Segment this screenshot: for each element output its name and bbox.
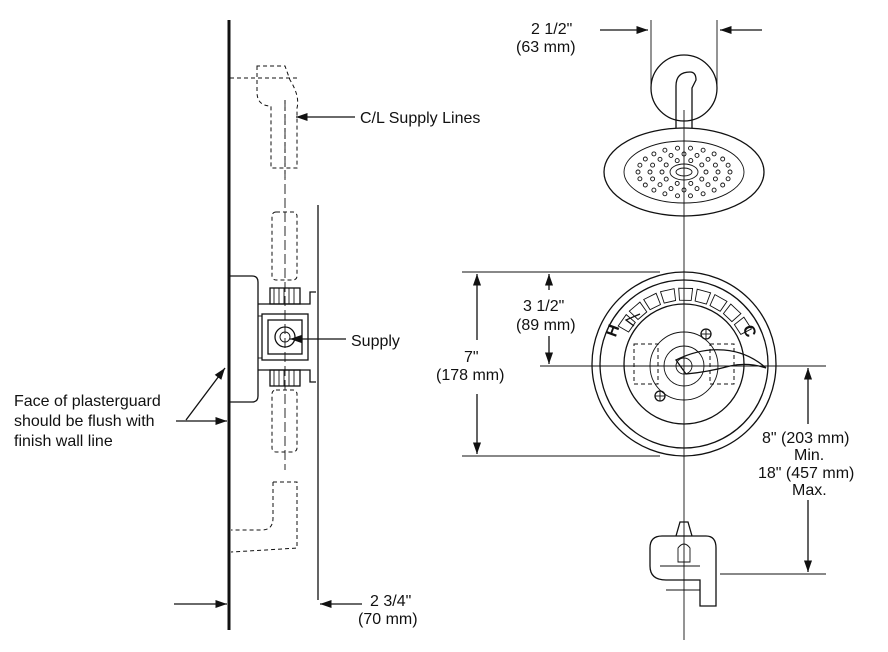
spray-hole — [668, 186, 674, 192]
wall-depth-mm: (70 mm) — [358, 611, 418, 628]
spray-hole — [681, 151, 687, 157]
tub-spout — [649, 521, 717, 607]
spray-hole — [700, 147, 706, 153]
shower-arm — [650, 20, 718, 128]
temperature-segment — [628, 301, 648, 321]
spray-hole — [675, 193, 680, 199]
spray-hole — [642, 182, 648, 188]
spray-hole — [681, 187, 687, 193]
spray-hole — [650, 162, 656, 168]
spray-hole — [635, 169, 641, 175]
spray-hole — [705, 182, 711, 188]
plasterguard-note-line2: should be flush with — [14, 413, 155, 430]
spray-hole — [675, 145, 680, 151]
plate-height-inches: 7" — [464, 349, 479, 366]
trim-screw-bottom — [654, 390, 666, 402]
temperature-segment — [659, 288, 677, 304]
spray-hole — [711, 187, 717, 193]
spout-min-label: Min. — [794, 447, 824, 464]
cold-indicator: C — [739, 323, 759, 340]
temperature-segment — [709, 293, 728, 312]
lever-handle — [675, 349, 767, 375]
temperature-indicator — [617, 287, 753, 335]
handle-offset-mm: (89 mm) — [516, 317, 576, 334]
spray-hole — [720, 156, 726, 162]
supply-label: Supply — [351, 333, 400, 350]
spout-max-label: Max. — [792, 482, 827, 499]
spray-hole — [651, 187, 657, 193]
spray-hole — [699, 176, 705, 182]
plasterguard-note-line3: finish wall line — [14, 433, 113, 450]
middle-supply-pipe — [271, 211, 298, 453]
temperature-segment — [733, 316, 753, 335]
temperature-segment — [678, 287, 694, 301]
spray-hole — [637, 162, 643, 168]
plasterguard-leader-1 — [185, 367, 226, 421]
temperature-segment — [694, 288, 712, 305]
lower-supply-pipe — [230, 481, 298, 553]
hot-indicator: H — [603, 322, 623, 339]
spray-hole — [642, 156, 648, 162]
spray-hole — [688, 193, 693, 199]
spray-hole — [688, 145, 693, 151]
spray-hole — [715, 169, 721, 175]
plate-height-mm: (178 mm) — [436, 367, 504, 384]
spray-hole — [727, 169, 733, 175]
arm-width-inches: 2 1/2" — [531, 21, 572, 38]
spray-hole — [688, 158, 694, 164]
spray-hole — [699, 162, 705, 168]
upper-supply-pipe — [230, 65, 300, 178]
spray-hole — [711, 151, 717, 157]
trim-screw-top — [700, 328, 712, 340]
spray-hole — [694, 186, 700, 192]
front-view: 2 1/2" (63 mm) H C — [436, 20, 854, 640]
plasterguard — [229, 275, 259, 403]
spray-hole — [674, 158, 680, 164]
spray-hole — [657, 156, 663, 162]
spout-min-value: 8" (203 mm) — [762, 430, 849, 447]
spray-hole — [662, 147, 668, 153]
temperature-segment — [643, 292, 662, 311]
spray-hole — [725, 176, 731, 182]
spray-hole — [712, 162, 718, 168]
spray-hole — [705, 156, 711, 162]
spray-hole — [674, 180, 680, 186]
spray-hole — [647, 169, 653, 175]
spray-hole — [703, 169, 709, 175]
spray-hole — [700, 191, 706, 197]
handle-offset-inches: 3 1/2" — [523, 298, 564, 315]
spray-hole — [725, 162, 731, 168]
valve-body-side — [258, 287, 316, 387]
spray-hole — [650, 176, 656, 182]
arm-width-mm: (63 mm) — [516, 39, 576, 56]
spout-max-value: 18" (457 mm) — [758, 465, 854, 482]
temperature-segment — [722, 303, 742, 323]
spray-hole — [659, 169, 665, 175]
shower-head — [603, 127, 765, 217]
spray-hole — [657, 182, 663, 188]
valve-cartridge — [633, 331, 735, 401]
spray-hole — [668, 152, 674, 158]
spray-hole — [663, 176, 669, 182]
wall-depth-inches: 2 3/4" — [370, 593, 411, 610]
spray-hole — [694, 152, 700, 158]
spray-hole — [720, 182, 726, 188]
spray-hole — [688, 180, 694, 186]
supply-lines-label: C/L Supply Lines — [360, 110, 480, 127]
side-view: C/L Supply Lines Supply Face of plasterg… — [14, 20, 480, 630]
spray-hole — [663, 162, 669, 168]
plasterguard-note-line1: Face of plasterguard — [14, 393, 161, 410]
spray-hole — [712, 176, 718, 182]
spray-hole — [637, 176, 643, 182]
spray-hole — [662, 191, 668, 197]
rotation-arrow-icon — [624, 313, 641, 327]
spray-hole — [651, 151, 657, 157]
